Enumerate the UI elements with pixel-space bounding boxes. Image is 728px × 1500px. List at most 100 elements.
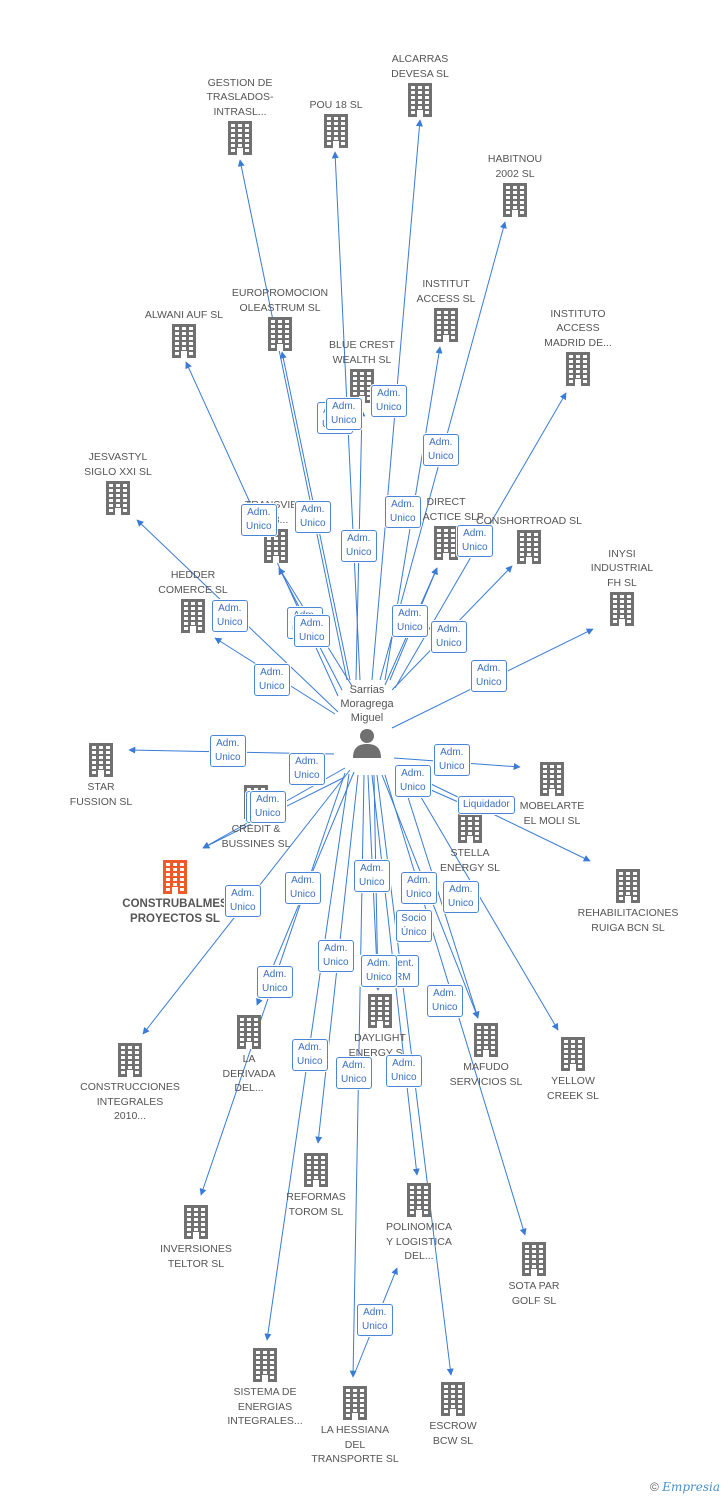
company-node-inysi[interactable]: INYSI INDUSTRIAL FH SL (557, 547, 687, 626)
building-icon (172, 324, 196, 358)
building-icon (89, 743, 113, 777)
company-label: STELLA ENERGY SL (440, 847, 500, 874)
company-node-alwani[interactable]: ALWANI AUF SL (119, 308, 249, 358)
role-tag-mafudo[interactable]: Adm. Unico (443, 881, 479, 913)
company-node-construcciones[interactable]: CONSTRUCCIONES INTEGRALES 2010... (65, 1043, 195, 1124)
role-tag-bluecrest[interactable]: Adm. Unico (341, 530, 377, 562)
company-node-bluecrest[interactable]: BLUE CREST WEALTH SL (297, 338, 427, 403)
company-label: SOTA PAR GOLF SL (508, 1280, 560, 1307)
company-node-escrow[interactable]: ESCROW BCW SL (388, 1382, 518, 1448)
building-icon (408, 83, 432, 117)
role-tag-alcarras[interactable]: Adm. Unico (371, 385, 407, 417)
company-node-sistema[interactable]: SISTEMA DE ENERGIAS INTEGRALES... (200, 1348, 330, 1429)
role-tag-inversiones[interactable]: Adm. Unico (257, 966, 293, 998)
company-node-construbalmes[interactable]: CONSTRUBALMES PROYECTOS SL (110, 860, 240, 926)
company-label: INSTITUT ACCESS SL (416, 278, 476, 305)
center-person-label: Sarrias Moragrega Miguel (340, 684, 394, 724)
edge-mafudo (399, 771, 480, 1019)
company-node-stella[interactable]: STELLA ENERGY SL (405, 809, 535, 875)
role-tag-sistema[interactable]: Adm. Unico (318, 940, 354, 972)
role-tag-mafudo[interactable]: Adm. Unico (354, 860, 390, 892)
role-tag-mobelarte[interactable]: Adm. Unico (434, 744, 470, 776)
role-tag-conshortroad[interactable]: Adm. Unico (457, 525, 493, 557)
role-tag-construcciones[interactable]: Adm. Unico (225, 885, 261, 917)
company-label: YELLOW CREEK SL (547, 1075, 599, 1102)
company-label: CREDIT & BUSSINES SL (221, 823, 291, 850)
role-tag-rehabilitaciones[interactable]: Adm. Unico (395, 765, 431, 797)
company-node-mobelarte[interactable]: MOBELARTE EL MOLI SL (487, 762, 617, 828)
building-icon (181, 599, 205, 633)
company-label: ESCROW BCW SL (429, 1420, 477, 1447)
role-tag-direct[interactable]: Adm. Unico (392, 605, 428, 637)
company-node-rehabilitaciones[interactable]: REHABILITACIONES RUIGA BCN SL (563, 869, 693, 935)
role-tag-laderivada[interactable]: Adm. Unico (285, 872, 321, 904)
company-label: ALCARRAS DEVESA SL (391, 53, 449, 80)
company-node-daylight[interactable]: DAYLIGHT ENERGY S... (315, 994, 445, 1060)
company-label: INVERSIONES TELTOR SL (160, 1243, 232, 1270)
company-label: CONSHORTROAD SL (476, 514, 582, 527)
role-tag-transview[interactable]: Adm. Unico (289, 753, 325, 785)
company-node-polinomica[interactable]: POLINOMICA Y LOGISTICA DEL... (354, 1183, 484, 1264)
role-tag-inysi[interactable]: Adm. Unico (471, 660, 507, 692)
company-label: POLINOMICA Y LOGISTICA DEL... (386, 1221, 452, 1262)
building-icon (434, 308, 458, 342)
role-tag-institut[interactable]: Adm. Unico (385, 496, 421, 528)
company-node-instituto[interactable]: INSTITUTO ACCESS MADRID DE... (513, 307, 643, 386)
company-node-habitnou[interactable]: HABITNOU 2002 SL (450, 152, 580, 217)
brand-logo[interactable]: Empresia (662, 1480, 720, 1494)
company-node-jesvastyl[interactable]: JESVASTYL SIGLO XXI SL (53, 450, 183, 515)
center-person[interactable]: Sarrias Moragrega Miguel (307, 683, 427, 759)
role-tag-pou18[interactable]: Adm. Unico (326, 398, 362, 430)
role-tag-polinomica[interactable]: Adm. Unico (401, 872, 437, 904)
role-tag-lahessiana[interactable]: Adm. Unico (336, 1057, 372, 1089)
building-icon (184, 1205, 208, 1239)
company-label: GESTION DE TRASLADOS- INTRASL... (206, 76, 274, 118)
company-node-pou18[interactable]: POU 18 SL (271, 98, 401, 148)
company-node-inversiones[interactable]: INVERSIONES TELTOR SL (131, 1205, 261, 1271)
company-node-alcarras[interactable]: ALCARRAS DEVESA SL (355, 52, 485, 117)
role-tag-reformas[interactable]: Adm. Unico (292, 1039, 328, 1071)
building-icon (163, 860, 187, 894)
edge-gestion (237, 159, 348, 681)
role-tag-habitnou[interactable]: Adm. Unico (423, 434, 459, 466)
role-tag-hedder[interactable]: Adm. Unico (212, 600, 248, 632)
role-tag-sotapar[interactable]: Socio Único (396, 910, 432, 942)
building-icon (407, 1183, 431, 1217)
building-icon (441, 1382, 465, 1416)
building-icon (610, 592, 634, 626)
building-icon (304, 1153, 328, 1187)
role-tag-polinomica[interactable]: Adm. Unico (357, 1304, 393, 1336)
building-icon (616, 869, 640, 903)
role-tag-yellow[interactable]: Adm. Unico (427, 985, 463, 1017)
role-tag-transview[interactable]: Adm. Unico (295, 501, 331, 533)
building-icon (566, 352, 590, 386)
role-tag-credit[interactable]: Adm. Unico (250, 791, 286, 823)
building-icon (350, 369, 374, 403)
company-node-europromocion[interactable]: EUROPROMOCION OLEASTRUM SL (215, 286, 345, 351)
company-node-star[interactable]: STAR FUSSION SL (36, 743, 166, 809)
company-node-lahessiana[interactable]: LA HESSIANA DEL TRANSPORTE SL (290, 1386, 420, 1467)
role-tag-europromocion[interactable]: Adm. Unico (241, 504, 277, 536)
role-tag-direct[interactable]: Adm. Unico (294, 615, 330, 647)
role-tag-stella[interactable]: Liquidador (458, 796, 515, 814)
company-node-yellow[interactable]: YELLOW CREEK SL (508, 1037, 638, 1103)
company-node-hedder[interactable]: HEDDER COMERCE SL (128, 568, 258, 633)
company-node-laderivada[interactable]: LA DERIVADA DEL... (184, 1015, 314, 1096)
company-label: INSTITUTO ACCESS MADRID DE... (544, 307, 612, 349)
role-tag-jesvastyl[interactable]: Adm. Unico (254, 664, 290, 696)
company-label: ALWANI AUF SL (144, 308, 224, 321)
role-tag-daylight[interactable]: Adm. Unico (361, 955, 397, 987)
building-icon (434, 526, 458, 560)
company-label: REFORMAS TOROM SL (286, 1191, 346, 1218)
company-node-conshortroad[interactable]: CONSHORTROAD SL (464, 514, 594, 564)
company-node-gestion[interactable]: GESTION DE TRASLADOS- INTRASL... (175, 76, 305, 155)
company-node-institut[interactable]: INSTITUT ACCESS SL (381, 277, 511, 342)
role-tag-escrow[interactable]: Adm. Unico (386, 1055, 422, 1087)
company-node-sotapar[interactable]: SOTA PAR GOLF SL (469, 1242, 599, 1308)
company-label: HABITNOU 2002 SL (487, 153, 543, 180)
company-node-direct[interactable]: DIRECT PRACTICE SLP (381, 495, 511, 560)
company-node-reformas[interactable]: REFORMAS TOROM SL (251, 1153, 381, 1219)
role-tag-instituto[interactable]: Adm. Unico (431, 621, 467, 653)
role-tag-star[interactable]: Adm. Unico (210, 735, 246, 767)
company-node-mafudo[interactable]: MAFUDO SERVICIOS SL (421, 1023, 551, 1089)
